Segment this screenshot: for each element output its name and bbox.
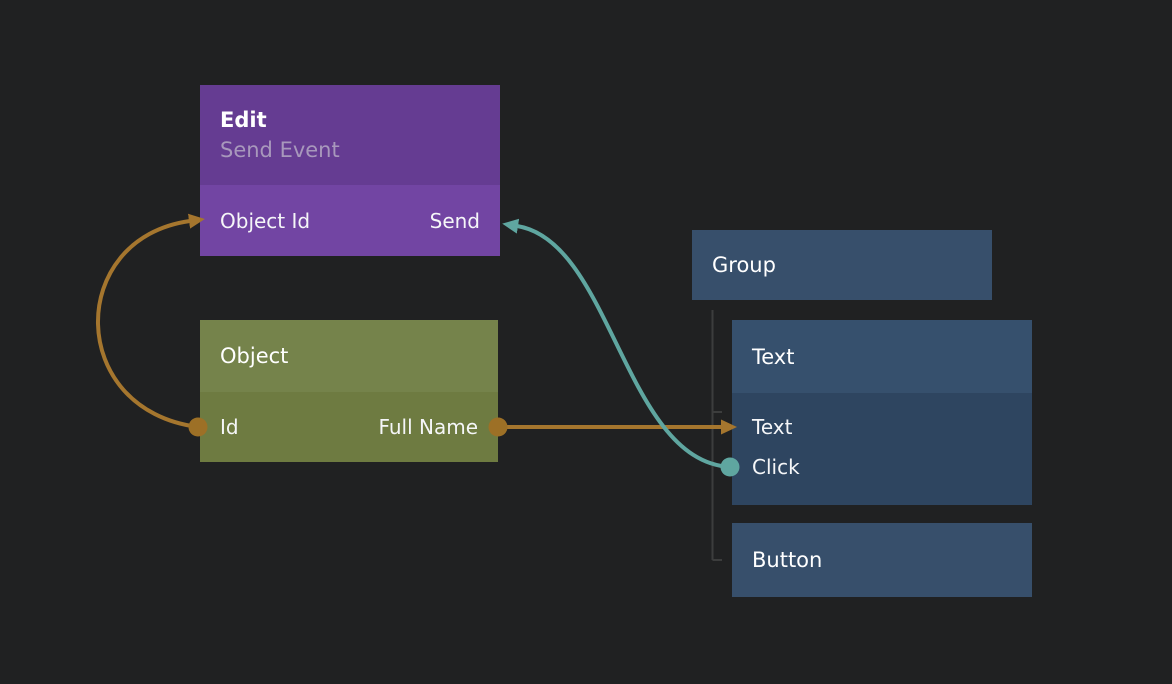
port-label-send[interactable]: Send (430, 209, 480, 233)
node-object-header: Object (200, 320, 498, 392)
node-button[interactable]: Button (732, 523, 1032, 597)
port-row-text: Text (752, 407, 1012, 447)
node-edit-ports: Object Id Send (200, 185, 500, 256)
node-text-header: Text (732, 320, 1032, 393)
node-text[interactable]: Text Text Click (732, 320, 1032, 505)
node-object[interactable]: Object Id Full Name (200, 320, 498, 462)
node-edit[interactable]: Edit Send Event Object Id Send (200, 85, 500, 256)
node-group-header: Group (692, 230, 992, 300)
node-button-header: Button (732, 523, 1032, 597)
port-label-id[interactable]: Id (220, 415, 239, 439)
node-text-title: Text (752, 342, 1012, 372)
node-object-title: Object (220, 341, 478, 371)
node-edit-title: Edit (220, 105, 480, 135)
node-group[interactable]: Group (692, 230, 992, 300)
group-tree-connector (713, 310, 723, 560)
port-label-object-id[interactable]: Object Id (220, 209, 310, 233)
port-label-click[interactable]: Click (752, 455, 800, 479)
port-row-click: Click (752, 447, 1012, 487)
node-edit-subtitle: Send Event (220, 135, 480, 165)
node-button-title: Button (752, 545, 1012, 575)
connection-id-to-object-id[interactable] (98, 221, 198, 427)
node-group-title: Group (712, 250, 972, 280)
port-label-full-name[interactable]: Full Name (378, 415, 478, 439)
node-text-ports: Text Click (732, 393, 1032, 505)
node-object-ports: Id Full Name (200, 392, 498, 462)
port-label-text[interactable]: Text (752, 415, 792, 439)
node-edit-header: Edit Send Event (200, 85, 500, 185)
